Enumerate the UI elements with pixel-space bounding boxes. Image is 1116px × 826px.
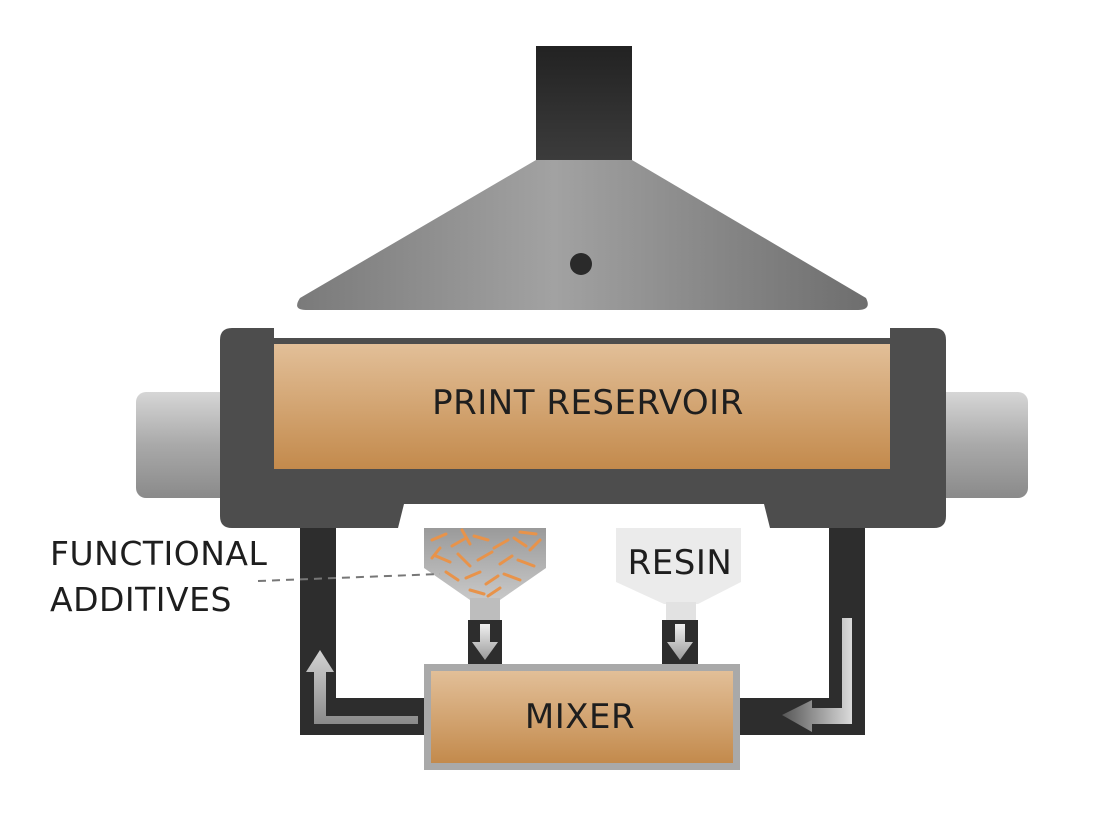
print-reservoir <box>274 344 890 469</box>
left-roller <box>136 392 236 498</box>
hood-sensor <box>570 253 592 275</box>
flow-arrow-down-icon <box>667 624 693 660</box>
resin-hopper-neck <box>666 602 696 620</box>
feed-pipe-right <box>735 528 865 735</box>
additives-hopper-neck <box>470 598 500 620</box>
exhaust-chimney <box>536 46 632 162</box>
right-roller <box>925 392 1028 498</box>
flow-arrow-down-icon <box>472 624 498 660</box>
return-pipe-left <box>300 528 430 735</box>
resin-label: RESIN <box>628 543 733 583</box>
additives-leader-line <box>257 573 441 582</box>
flow-arrow-up-icon <box>306 650 418 724</box>
additives-label-line1: FUNCTIONAL <box>50 534 267 573</box>
mixer <box>431 671 733 763</box>
resin-hopper <box>616 528 741 604</box>
mixer-label: MIXER <box>525 697 635 737</box>
exhaust-hood <box>297 160 868 310</box>
flow-arrow-left-icon <box>782 618 852 732</box>
additives-label-line2: ADDITIVES <box>50 580 232 619</box>
print-reservoir-label: PRINT RESERVOIR <box>432 383 744 423</box>
additive-fibers <box>430 528 542 598</box>
